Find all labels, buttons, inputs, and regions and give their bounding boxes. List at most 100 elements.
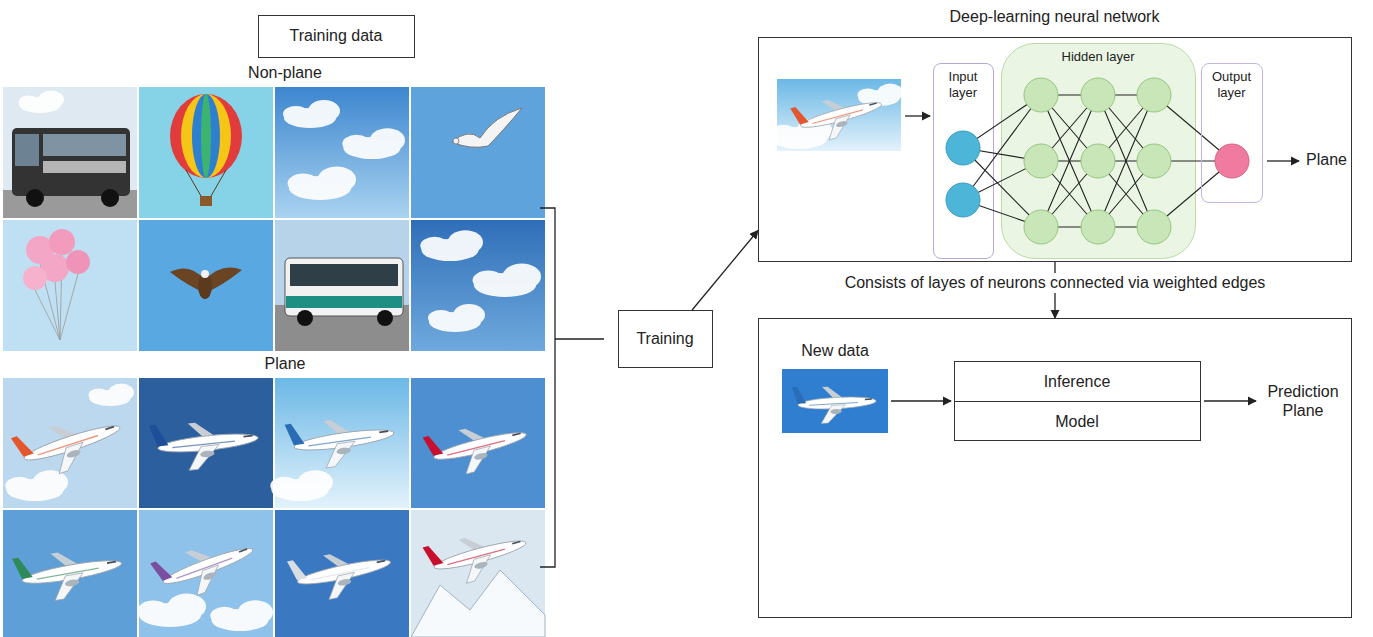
non-plane-photos <box>200 196 212 206</box>
non-plane-photos <box>139 220 273 351</box>
non-plane-photos <box>15 134 39 166</box>
non-plane-photos <box>66 250 90 274</box>
layer-label: Input layer <box>934 69 992 100</box>
new-photo <box>792 383 877 425</box>
non-plane-photos <box>3 87 545 351</box>
plane-photos <box>149 414 261 474</box>
node-text: Inference <box>955 372 1199 391</box>
plane-photos <box>11 405 128 484</box>
hidden-neuron <box>1081 78 1115 112</box>
non-plane-photos <box>286 296 402 308</box>
non-plane-photos <box>192 94 220 178</box>
hidden-neuron <box>1137 78 1171 112</box>
prediction-text: Prediction Plane <box>1259 382 1347 420</box>
non-plane-photos <box>411 87 545 218</box>
non-plane-photos <box>285 258 403 316</box>
new-photo <box>782 369 888 433</box>
non-plane-photos <box>283 100 340 128</box>
panel-heading: Deep-learning neural network <box>759 7 1350 26</box>
connector-arrow <box>692 231 758 311</box>
non-plane-photos <box>26 189 44 207</box>
caption-note: Consists of layes of neurons connected v… <box>843 273 1268 292</box>
hidden-neuron <box>1137 144 1171 178</box>
input-photo <box>790 85 887 147</box>
flow-arrow <box>1204 400 1256 401</box>
non-plane-photos <box>411 220 545 351</box>
plane-photos <box>3 378 545 637</box>
non-plane-photos <box>453 138 459 144</box>
input-neuron <box>946 183 980 217</box>
plane-photos <box>138 593 206 627</box>
bracket <box>540 208 604 567</box>
non-plane-photos <box>275 220 409 351</box>
model-box: InferenceModel <box>954 361 1201 441</box>
plane-photos <box>3 378 137 508</box>
non-plane-photos <box>101 189 119 207</box>
non-plane-photos <box>139 87 273 218</box>
plane-photos <box>287 540 395 606</box>
non-plane-photos <box>290 264 398 286</box>
hidden-neuron <box>1137 210 1171 244</box>
non-plane-photos <box>342 128 405 159</box>
plane-photos <box>423 521 533 592</box>
hidden-neuron <box>1081 144 1115 178</box>
hidden-layer: Hidden layer <box>1001 43 1196 259</box>
node-text: Training <box>619 329 711 348</box>
non-plane-photos <box>3 87 137 218</box>
plane-photos <box>12 540 126 606</box>
plane-photos <box>139 378 273 508</box>
input-photo <box>769 79 903 151</box>
non-plane-photos <box>186 170 226 196</box>
non-plane-photos <box>201 270 209 278</box>
node-text: Training data <box>259 26 413 45</box>
non-plane-photos <box>3 220 137 351</box>
non-plane-photos <box>428 304 485 332</box>
divider-line <box>955 401 1200 402</box>
non-plane-photos <box>288 166 356 200</box>
group-label: Plane <box>263 354 308 373</box>
non-plane-photos <box>23 266 47 290</box>
non-plane-photos <box>473 263 541 297</box>
hidden-neuron <box>1024 144 1058 178</box>
non-plane-photos <box>420 230 483 261</box>
plane-photos <box>210 600 273 631</box>
text-box: Training data <box>258 15 415 58</box>
plane-photos <box>411 378 545 508</box>
non-plane-photos <box>181 94 231 178</box>
hidden-neuron <box>1024 78 1058 112</box>
plane-photos <box>275 510 409 637</box>
plane-photos <box>150 529 261 607</box>
non-plane-photos <box>49 229 75 255</box>
output-layer: Output layer <box>1201 63 1263 203</box>
hidden-neuron <box>1024 210 1058 244</box>
node-text: Model <box>955 412 1199 431</box>
non-plane-photos <box>452 108 522 147</box>
hidden-neuron <box>1081 210 1115 244</box>
new-photo <box>782 369 888 433</box>
output-label: Plane <box>1304 150 1349 169</box>
non-plane-photos <box>170 94 242 178</box>
hidden-neuron <box>1024 78 1171 244</box>
output-neuron <box>1215 144 1249 178</box>
group-label: Non-plane <box>246 63 324 82</box>
non-plane-photos <box>43 134 126 156</box>
non-plane-photos <box>297 310 313 326</box>
flow-arrow <box>891 400 951 401</box>
process-box: Training <box>618 310 713 368</box>
non-plane-photos <box>201 94 211 178</box>
photo-caption: New data <box>777 341 893 360</box>
input-neuron <box>946 131 980 217</box>
non-plane-photos <box>43 161 126 173</box>
non-plane-photos <box>377 310 393 326</box>
neuron-graph <box>759 38 1353 263</box>
plane-photos <box>88 384 134 406</box>
weighted-edges <box>963 95 1232 227</box>
layer-label: Output layer <box>1202 69 1261 100</box>
plane-photos <box>270 470 333 501</box>
plane-photos <box>3 510 137 637</box>
inference-panel: New dataPrediction Plane InferenceModel <box>758 318 1352 618</box>
plane-photos <box>411 570 545 637</box>
plane-photos <box>423 413 532 482</box>
non-plane-photos <box>275 87 409 218</box>
